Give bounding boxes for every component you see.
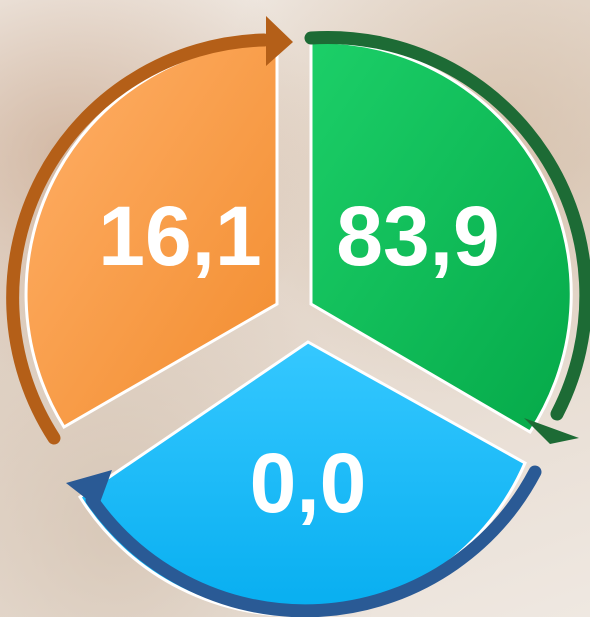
segment-green-fill <box>309 40 573 435</box>
segment-blue-arrow-head <box>66 470 112 508</box>
segment-green: 83,9 <box>304 30 590 444</box>
segment-green-arrow-arc <box>304 30 590 421</box>
segment-orange: 16,1 <box>6 16 293 445</box>
segment-green-value: 83,9 <box>336 189 500 283</box>
segment-orange-arrow-arc <box>6 33 271 445</box>
segment-green-arrow-head <box>524 418 579 444</box>
segment-orange-arrow-head <box>266 16 293 66</box>
segment-blue: 0,0 <box>66 340 542 617</box>
segment-blue-arrow-arc <box>85 465 542 617</box>
segment-blue-value: 0,0 <box>250 436 367 530</box>
segment-orange-value: 16,1 <box>98 189 262 283</box>
